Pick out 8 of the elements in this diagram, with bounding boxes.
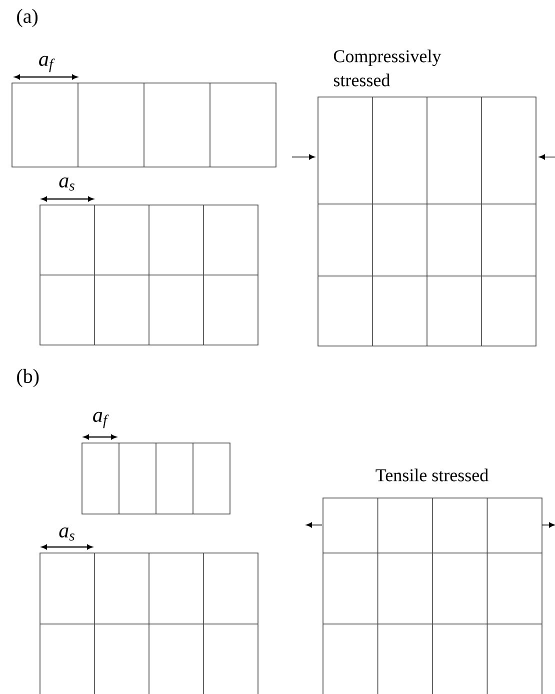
dimension-label: a$_{s}$ (59, 177, 74, 191)
panel-label: (a) (17, 8, 38, 28)
dimension-label: a$_{s}$ (59, 527, 74, 541)
panel-title: Tensile stressed (376, 468, 488, 482)
panel-title: Compressively stressed (334, 50, 442, 86)
panel-label: (b) (17, 368, 39, 388)
dimension-label: a$_{f}$ (93, 412, 109, 428)
dimension-label: a$_{f}$ (39, 56, 55, 72)
